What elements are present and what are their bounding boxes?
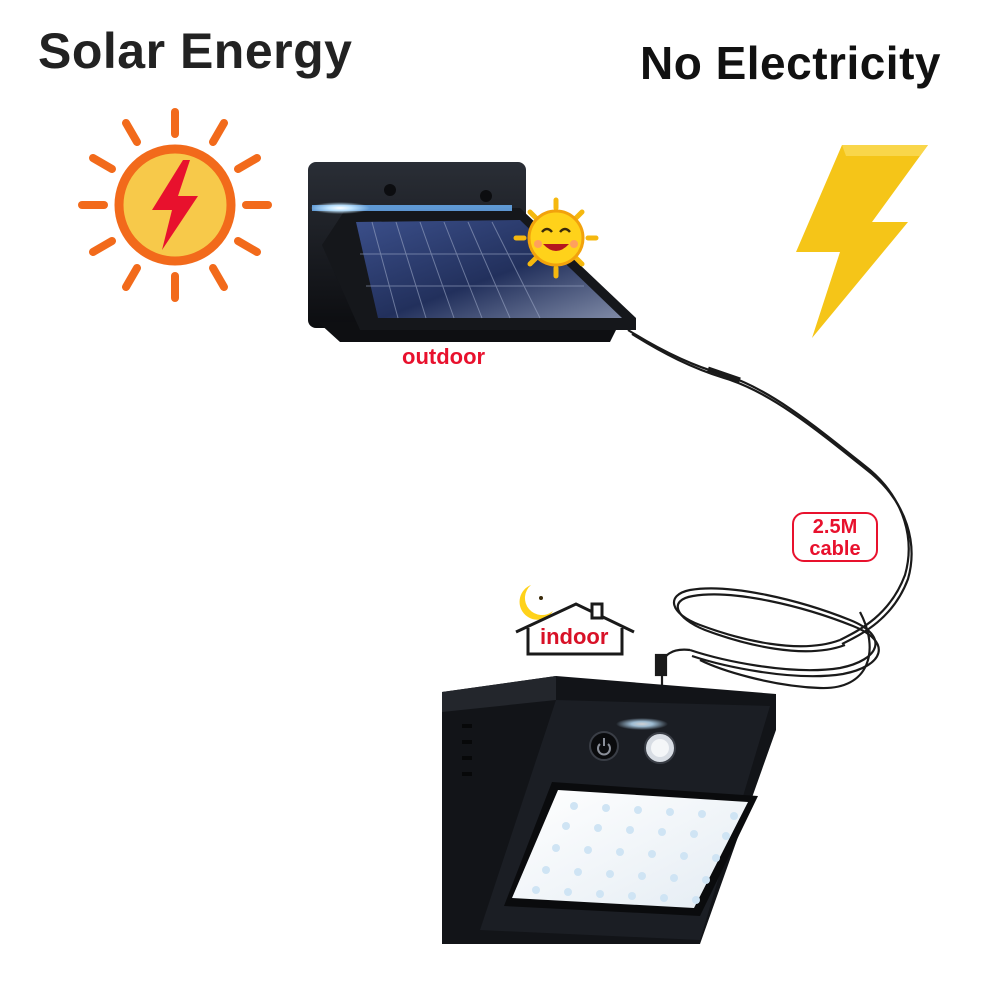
outdoor-label: outdoor [402, 344, 486, 369]
cable-length-word: cable [809, 538, 861, 560]
house-outline-icon [515, 602, 635, 656]
cable-length-value: 2.5M [812, 516, 858, 538]
indoor-label: indoor [540, 624, 609, 649]
extension-cable [627, 329, 913, 690]
smiling-sun-icon [513, 197, 599, 279]
no-electricity-heading: No Electricity [640, 37, 941, 89]
cable-length-badge: 2.5M cable [792, 512, 878, 562]
solar-energy-heading: Solar Energy [38, 23, 353, 79]
lightning-bolt-icon [796, 145, 928, 338]
crescent-moon-icon [519, 585, 553, 620]
indoor-led-light-unit [442, 676, 776, 944]
sun-with-lightning-icon [78, 108, 272, 302]
solar-panel-unit [308, 162, 636, 342]
